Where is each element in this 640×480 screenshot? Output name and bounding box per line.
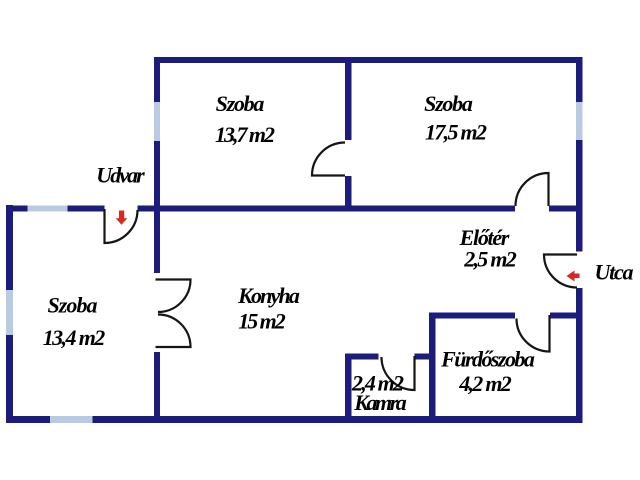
svg-text:17,5 m2: 17,5 m2 [425,120,487,145]
svg-text:Előtér: Előtér [459,225,510,250]
svg-text:4,2 m2: 4,2 m2 [458,371,511,396]
svg-text:2,4 m2: 2,4 m2 [351,371,404,396]
svg-text:Konyha: Konyha [237,283,300,308]
svg-text:Udvar: Udvar [96,163,145,188]
svg-text:Fürdőszoba: Fürdőszoba [440,347,535,372]
svg-text:Szoba: Szoba [48,293,98,318]
svg-text:13,4 m2: 13,4 m2 [43,325,106,350]
svg-text:2,5 m2: 2,5 m2 [463,247,517,272]
svg-text:15 m2: 15 m2 [238,309,286,334]
svg-text:Utca: Utca [595,260,634,285]
svg-text:13,7 m2: 13,7 m2 [215,122,275,147]
svg-text:Szoba: Szoba [424,91,473,116]
svg-text:Kamra: Kamra [353,390,407,415]
svg-text:Szoba: Szoba [216,91,265,116]
